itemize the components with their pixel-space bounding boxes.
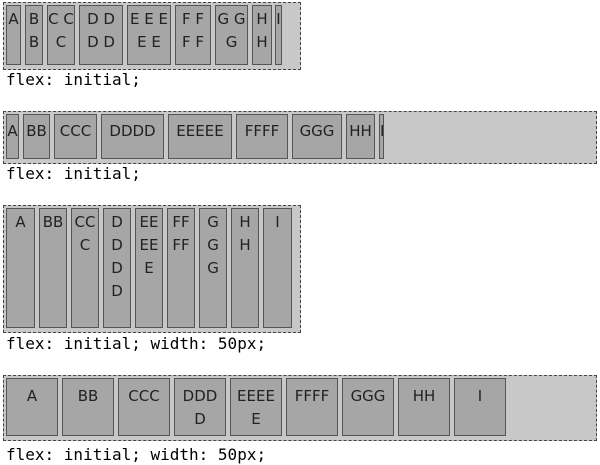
flex-item-g: G G G: [215, 5, 248, 65]
flex-item-g: G G G: [199, 208, 227, 328]
flex-item-a: A: [6, 378, 58, 436]
caption-section-4: flex: initial; width: 50px;: [6, 445, 267, 464]
flex-item-g: GGG: [292, 114, 342, 159]
flex-item-f: F F F F: [175, 5, 211, 65]
flex-item-c: C C C: [47, 5, 75, 65]
flex-item-a: A: [6, 5, 21, 65]
flex-item-a: A: [6, 208, 35, 328]
flex-item-e: EE EE E: [135, 208, 163, 328]
flex-item-i: I: [454, 378, 506, 436]
flex-item-d: DDD D: [174, 378, 226, 436]
flex-item-d: D D D D: [103, 208, 131, 328]
flex-item-d: DDDD: [101, 114, 164, 159]
flex-container-2: A BB CCC DDDD EEEEE FFFF GGG HH I: [3, 111, 597, 164]
flex-item-b: BB: [23, 114, 50, 159]
flex-item-c: CCC: [54, 114, 97, 159]
flex-item-d: D D D D: [79, 5, 123, 65]
flex-item-c: CCC: [118, 378, 170, 436]
flex-item-h: HH: [398, 378, 450, 436]
flex-item-e: EEEEE: [168, 114, 232, 159]
flex-item-e: E E E E E: [127, 5, 171, 65]
flex-item-h: H H: [252, 5, 272, 65]
flex-item-b: B B: [25, 5, 43, 65]
caption-section-3: flex: initial; width: 50px;: [6, 334, 267, 353]
flex-container-4: A BB CCC DDD D EEEE E FFFF GGG HH I: [3, 375, 597, 441]
flex-item-f: FFFF: [236, 114, 288, 159]
flex-item-i: I: [263, 208, 292, 328]
caption-section-2: flex: initial;: [6, 164, 141, 183]
flex-item-g: GGG: [342, 378, 394, 436]
flex-item-h: H H: [231, 208, 259, 328]
flex-item-c: CC C: [71, 208, 99, 328]
flex-item-i: I: [379, 114, 384, 159]
flex-item-b: BB: [39, 208, 67, 328]
flex-item-a: A: [6, 114, 19, 159]
flex-item-e: EEEE E: [230, 378, 282, 436]
flex-item-f: FFFF: [286, 378, 338, 436]
flex-container-3: A BB CC C D D D D EE EE E FF FF G G G H …: [3, 205, 301, 333]
flex-item-b: BB: [62, 378, 114, 436]
flex-item-h: HH: [346, 114, 375, 159]
flex-item-i: I: [275, 5, 282, 65]
flex-item-f: FF FF: [167, 208, 195, 328]
flex-container-1: A B B C C C D D D D E E E E E F F F F G …: [3, 2, 301, 70]
caption-section-1: flex: initial;: [6, 70, 141, 89]
